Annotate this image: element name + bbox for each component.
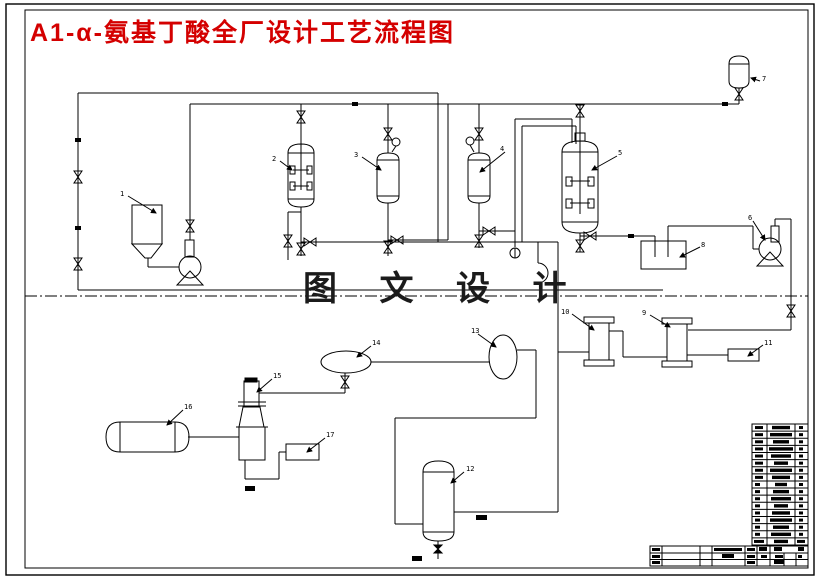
vessel-3: [376, 152, 400, 204]
pump-14: [320, 350, 372, 374]
equipment-label-3: 3: [354, 151, 359, 159]
tank-7: [728, 55, 750, 89]
column-10: [583, 316, 615, 367]
valve-and-gauge-icons: [73, 87, 796, 561]
equipment-label-14: 14: [372, 339, 381, 347]
pump-13: [488, 334, 518, 380]
box-17: [285, 443, 320, 461]
watermark: 图 文 设 计: [303, 271, 584, 308]
equipment-label-15: 15: [273, 372, 282, 380]
vessel-12: [422, 460, 455, 542]
equipment-table: [751, 423, 809, 546]
equipment-label-8: 8: [701, 241, 706, 249]
equipment-label-6: 6: [748, 214, 753, 222]
equipment-label-13: 13: [471, 327, 480, 335]
equipment-label-7: 7: [762, 75, 767, 83]
drain-funnel: [537, 262, 549, 284]
equipment-label-16: 16: [184, 403, 193, 411]
equipment-label-1: 1: [120, 190, 125, 198]
equipment-label-4: 4: [500, 145, 505, 153]
vessel-4: [467, 152, 491, 204]
column-15: [236, 377, 268, 461]
stirred-vessel-2: [287, 143, 315, 208]
tank-8: [640, 240, 687, 270]
box-11: [727, 348, 760, 362]
hopper-1: [130, 204, 164, 259]
equipment-label-5: 5: [618, 149, 623, 157]
tank-16: [105, 421, 190, 453]
equipment-label-10: 10: [561, 308, 570, 316]
label-leaders: [127, 76, 766, 484]
equipment-label-17: 17: [326, 431, 335, 439]
sheet-border: [5, 3, 815, 576]
equipment-label-9: 9: [642, 309, 647, 317]
pump-6: [755, 225, 785, 267]
equipment-label-12: 12: [466, 465, 475, 473]
column-9: [661, 317, 693, 368]
reactor-5: [561, 132, 599, 234]
equipment-label-11: 11: [764, 339, 773, 347]
equipment-label-2: 2: [272, 155, 277, 163]
title-block: [649, 545, 809, 567]
pump-a: [175, 239, 205, 286]
piping: [77, 88, 792, 559]
drawing-title: A1-α-氨基丁酸全厂设计工艺流程图: [30, 19, 455, 47]
